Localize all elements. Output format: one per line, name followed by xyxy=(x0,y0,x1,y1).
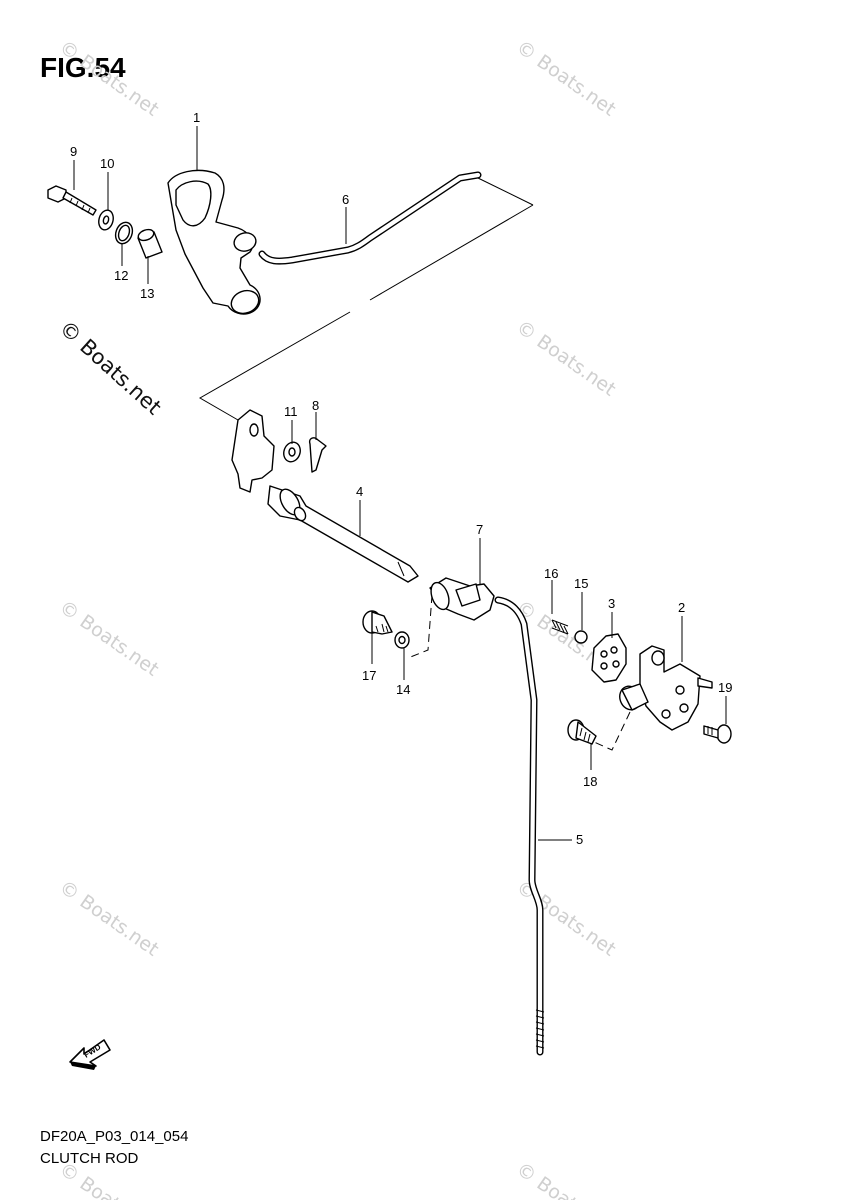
part-3-detent-plate xyxy=(591,633,627,683)
callout-13: 13 xyxy=(140,286,154,301)
callout-7: 7 xyxy=(476,522,483,537)
part-16-spring xyxy=(551,619,569,635)
callout-8: 8 xyxy=(312,398,319,413)
watermark: © Boats.net xyxy=(55,596,163,681)
part-9-bolt xyxy=(47,185,97,216)
watermark: © Boats.net xyxy=(512,36,620,121)
callout-18: 18 xyxy=(583,774,597,789)
callout-15: 15 xyxy=(574,576,588,591)
figure-name: CLUTCH ROD xyxy=(40,1150,139,1167)
fwd-arrow-icon: FWD xyxy=(69,1039,111,1070)
part-7-joint xyxy=(429,577,495,621)
callout-16: 16 xyxy=(544,566,558,581)
part-18-bolt xyxy=(567,719,597,745)
watermark-group: © Boats.net © Boats.net © Boats.net © Bo… xyxy=(55,36,620,1200)
callout-11: 11 xyxy=(284,404,298,419)
callout-14: 14 xyxy=(396,682,410,697)
part-17-bolt xyxy=(362,610,393,635)
callout-19: 19 xyxy=(718,680,732,695)
figure-title: FIG.54 xyxy=(40,52,126,83)
callout-4: 4 xyxy=(356,484,363,499)
part-4-shaft xyxy=(231,409,419,583)
part-11-washer xyxy=(283,441,301,463)
callout-17: 17 xyxy=(362,668,376,683)
watermark: © Boats.net xyxy=(512,316,620,401)
part-15-ball xyxy=(574,630,588,644)
callout-6: 6 xyxy=(342,192,349,207)
callout-3: 3 xyxy=(608,596,615,611)
part-14-washer xyxy=(394,631,410,649)
leader-lines xyxy=(73,126,727,841)
callout-labels: 1 2 3 4 5 6 7 8 9 10 11 12 13 14 15 16 1… xyxy=(70,110,732,847)
part-2-bracket xyxy=(619,645,713,731)
watermark-dark: © Boats.net xyxy=(55,316,166,420)
watermark: © Boats.net xyxy=(512,1158,620,1200)
assembly-lines xyxy=(198,177,631,751)
part-6-upper-rod xyxy=(258,171,482,265)
part-5-clutch-rod xyxy=(494,596,545,1056)
part-12-ring xyxy=(114,221,134,245)
part-1-lever xyxy=(167,169,261,315)
figure-code: DF20A_P03_014_054 xyxy=(40,1128,189,1145)
watermark: © Boats.net xyxy=(55,36,163,121)
callout-5: 5 xyxy=(576,832,583,847)
watermark: © Boats.net xyxy=(55,876,163,961)
part-13-collar xyxy=(137,228,163,259)
callout-1: 1 xyxy=(193,110,200,125)
callout-12: 12 xyxy=(114,268,128,283)
callout-10: 10 xyxy=(100,156,114,171)
part-10-washer xyxy=(98,209,114,231)
watermark: © Boats.net xyxy=(512,876,620,961)
callout-9: 9 xyxy=(70,144,77,159)
part-19-screw xyxy=(703,724,732,744)
callout-2: 2 xyxy=(678,600,685,615)
part-8-cotter-pin xyxy=(308,437,327,473)
